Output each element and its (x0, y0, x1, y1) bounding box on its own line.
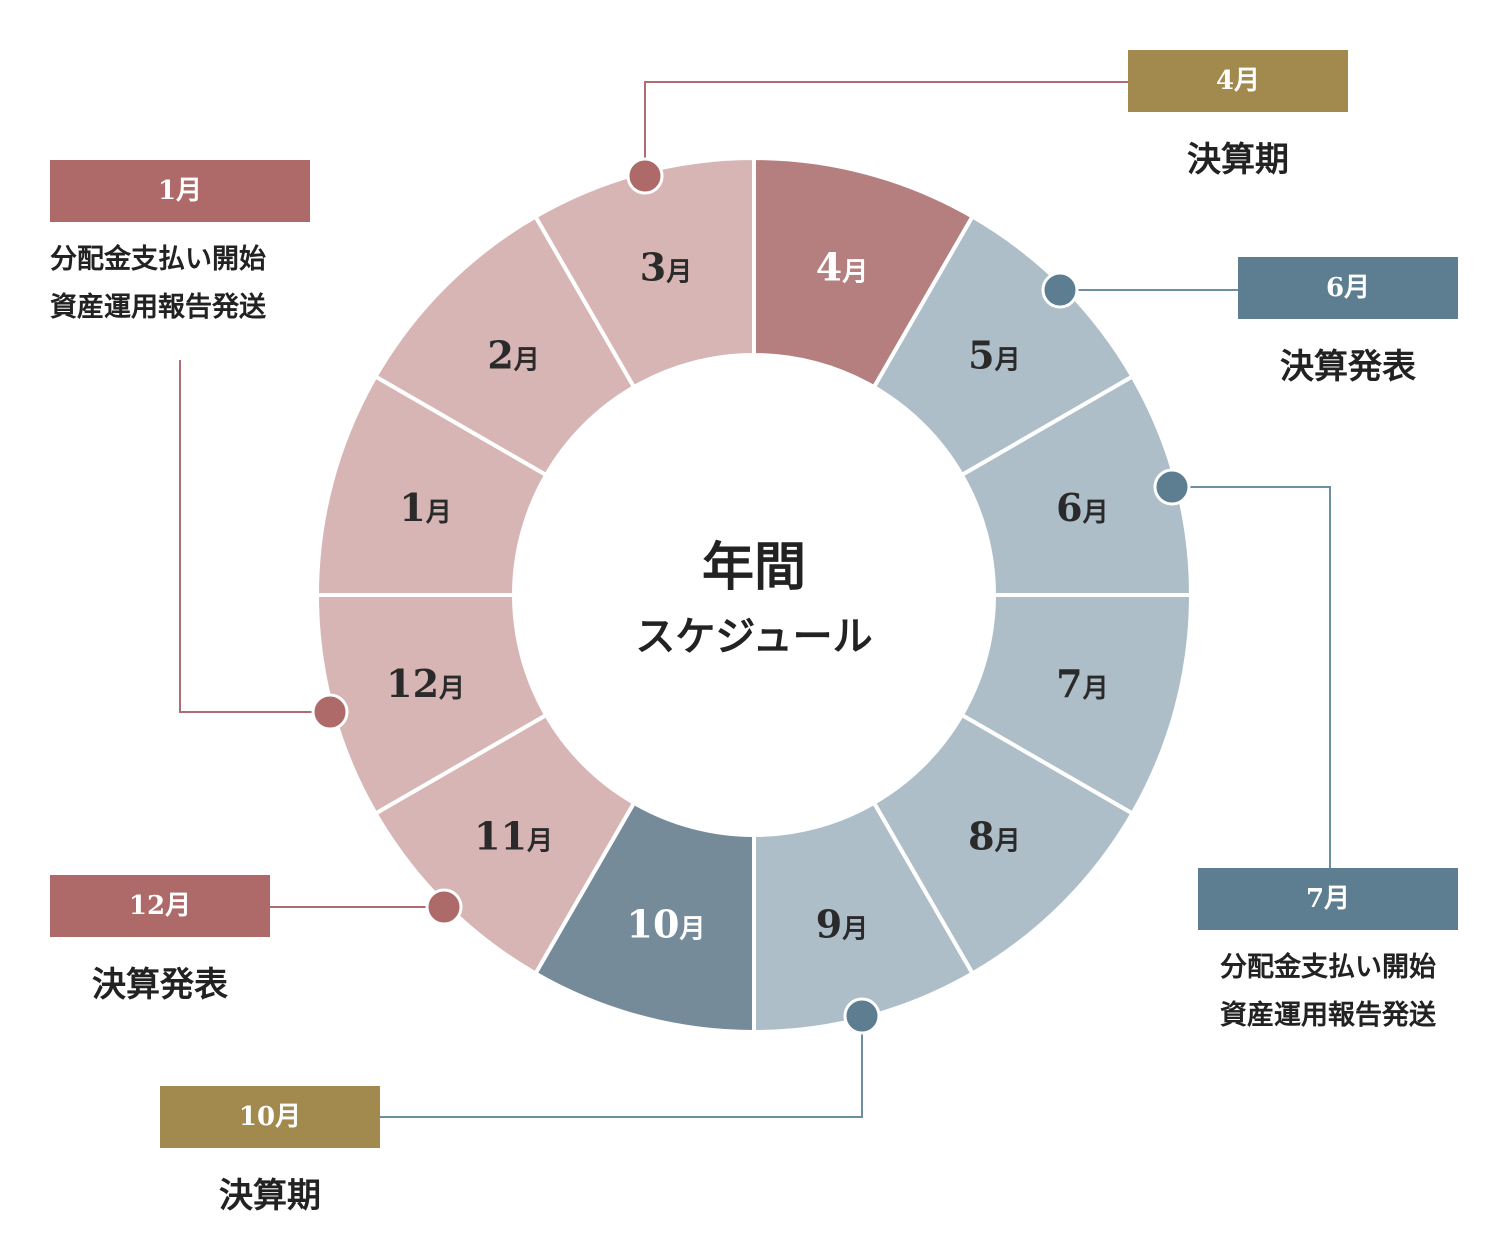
note-april: 決算期 (1187, 140, 1289, 180)
month-label-6: 6月 (1056, 485, 1108, 530)
marker-dot-apr (626, 157, 664, 195)
marker-dot-oct (843, 997, 881, 1035)
month-label-10: 10月 (627, 901, 706, 946)
month-label-9: 9月 (816, 901, 868, 946)
month-sector-3 (532, 155, 756, 390)
tag-april: 4月 (1128, 50, 1348, 112)
connector-oct (380, 1016, 863, 1118)
month-label-12: 12月 (386, 661, 465, 706)
month-label-7: 7月 (1056, 661, 1108, 706)
marker-dot-jan (311, 693, 349, 731)
connector-apr (644, 81, 1130, 176)
month-label-8: 8月 (968, 813, 1020, 858)
month-label-2: 2月 (487, 333, 539, 378)
note-july-line2: 資産運用報告発送 (1220, 1000, 1436, 1031)
tag-june: 6月 (1238, 257, 1458, 319)
tag-october: 10月 (160, 1086, 380, 1148)
callout-april: 4月 決算期 (1128, 50, 1348, 181)
note-july-line1: 分配金支払い開始 (1220, 952, 1436, 983)
month-label-1: 1月 (399, 485, 451, 530)
connector-jul (1172, 486, 1331, 870)
note-january-line2: 資産運用報告発送 (50, 292, 266, 323)
callout-january: 1月 分配金支払い開始 資産運用報告発送 (50, 160, 310, 332)
note-december: 決算発表 (92, 965, 228, 1005)
callout-june: 6月 決算発表 (1238, 257, 1458, 388)
center-title: 年間 (702, 537, 806, 598)
tag-january: 1月 (50, 160, 310, 222)
marker-dot-jul (1153, 468, 1191, 506)
center-subtitle: スケジュール (635, 613, 872, 660)
marker-dot-dec (425, 888, 463, 926)
callout-july: 7月 分配金支払い開始 資産運用報告発送 (1198, 868, 1458, 1040)
month-label-4: 4月 (816, 245, 868, 290)
marker-dot-jun (1041, 271, 1079, 309)
tag-december: 12月 (50, 875, 270, 937)
tag-july: 7月 (1198, 868, 1458, 930)
month-label-5: 5月 (968, 333, 1020, 378)
note-january-line1: 分配金支払い開始 (50, 244, 266, 275)
note-june: 決算発表 (1280, 347, 1416, 387)
callout-december: 12月 決算発表 (50, 875, 270, 1006)
note-october: 決算期 (219, 1176, 321, 1216)
connector-jan (179, 360, 330, 713)
callout-october: 10月 決算期 (160, 1086, 380, 1217)
month-label-11: 11月 (474, 813, 553, 858)
month-label-3: 3月 (640, 245, 692, 290)
